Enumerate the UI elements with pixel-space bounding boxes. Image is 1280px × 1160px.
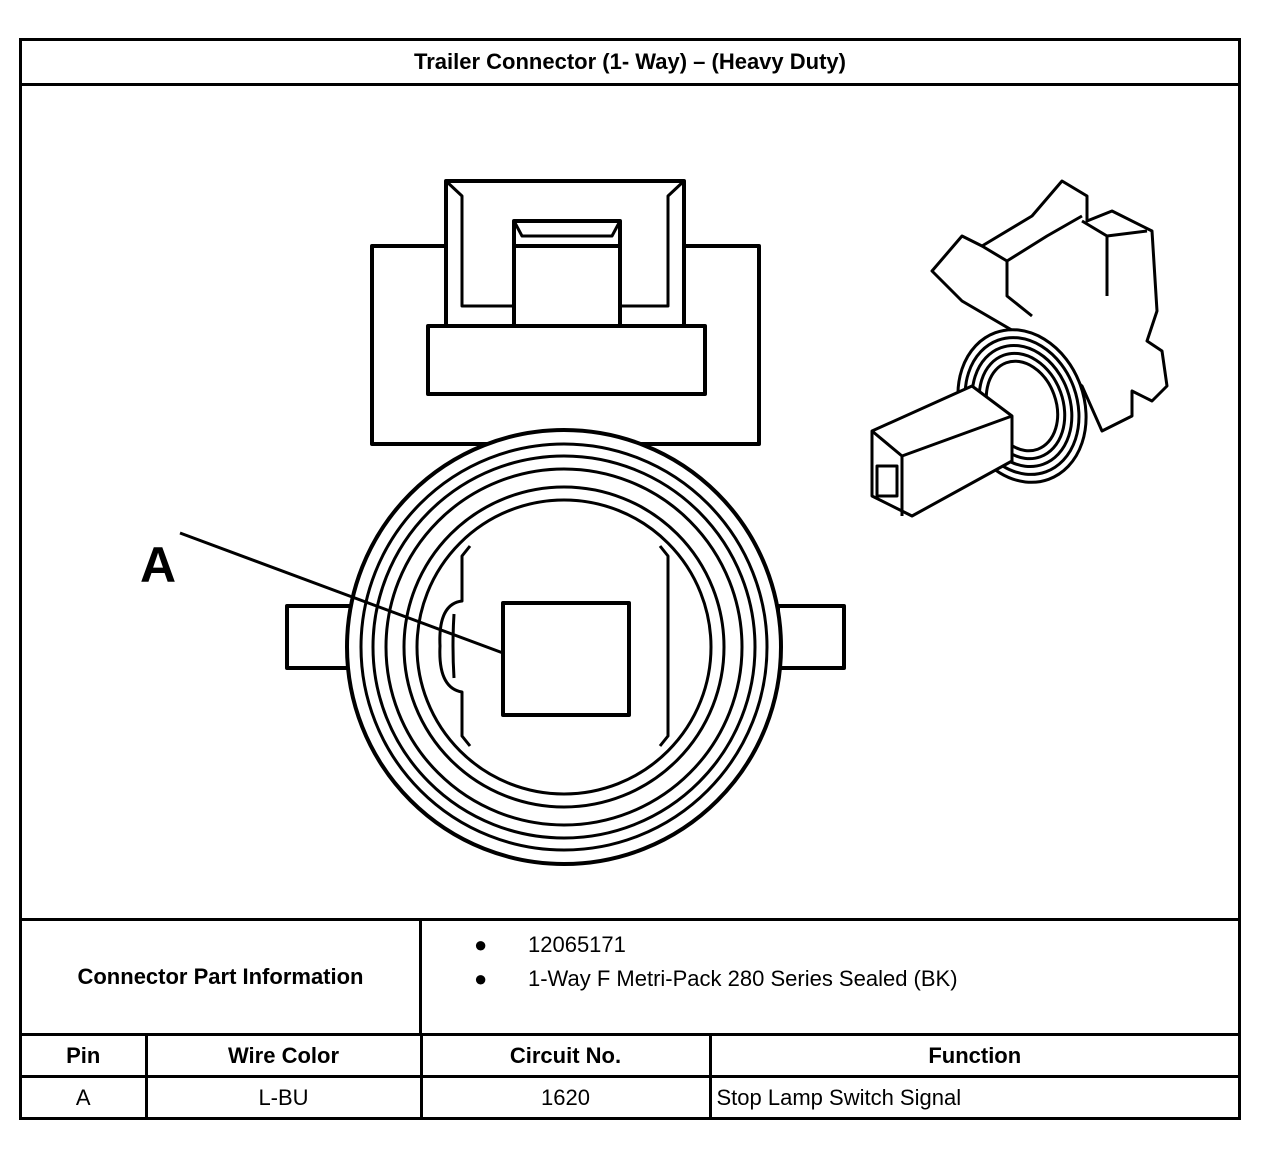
callout-line	[179, 531, 504, 655]
header-circuit-no: Circuit No.	[419, 1036, 712, 1078]
connector-figure: A	[22, 86, 1238, 918]
left-key-rib	[438, 545, 472, 747]
cell-pin: A	[22, 1075, 148, 1117]
header-wire-color: Wire Color	[144, 1036, 423, 1078]
cell-function: Stop Lamp Switch Signal	[708, 1075, 1238, 1117]
cell-circuit-no: 1620	[419, 1075, 712, 1117]
connector-info-list: ● 12065171 ● 1-Way F Metri-Pack 280 Seri…	[422, 921, 1238, 1033]
table-row: A L-BU 1620 Stop Lamp Switch Signal	[22, 1075, 1238, 1117]
table-header-row: Pin Wire Color Circuit No. Function	[22, 1036, 1238, 1078]
connector-info-label: Connector Part Information	[22, 921, 422, 1033]
bullet-icon: ●	[474, 932, 488, 957]
connector-isometric-view	[870, 179, 1169, 518]
callout-label: A	[140, 537, 176, 593]
cell-wire-color: L-BU	[144, 1075, 423, 1117]
connector-info-row: Connector Part Information ● 12065171 ● …	[22, 918, 1238, 1036]
page-title: Trailer Connector (1- Way) – (Heavy Duty…	[22, 41, 1238, 86]
header-pin: Pin	[22, 1036, 148, 1078]
connector-sheet: Trailer Connector (1- Way) – (Heavy Duty…	[19, 38, 1241, 1120]
connector-diagram: A	[140, 179, 1169, 866]
right-ear	[776, 604, 846, 670]
pin-table: Pin Wire Color Circuit No. Function A L-…	[22, 1036, 1238, 1117]
bullet-icon: ●	[474, 966, 488, 991]
connector-description: 1-Way F Metri-Pack 280 Series Sealed (BK…	[528, 966, 958, 991]
header-function: Function	[708, 1036, 1238, 1078]
locking-tab-housing	[370, 179, 761, 446]
pin-a-cavity	[501, 601, 631, 717]
right-key-rib	[658, 545, 670, 747]
part-number: 12065171	[528, 932, 626, 957]
